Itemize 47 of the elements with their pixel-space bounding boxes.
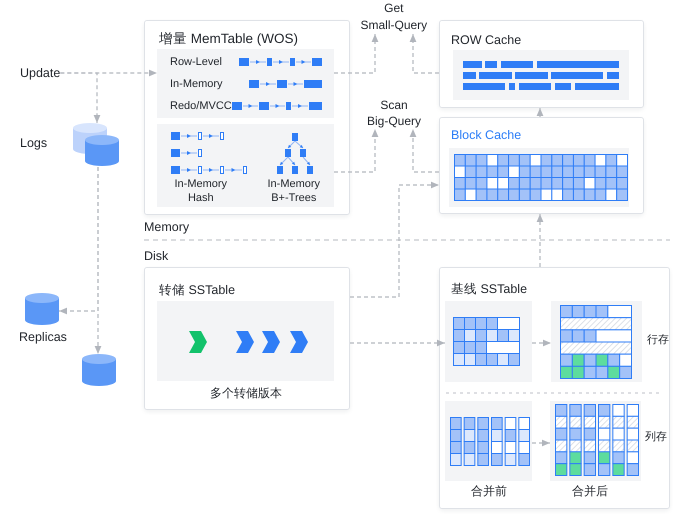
inner-panel [157, 49, 334, 118]
database-cylinder [25, 293, 59, 325]
flow-label: Update [20, 65, 60, 81]
panel-caption: 合并前 [471, 484, 507, 499]
grid-panel [445, 301, 532, 382]
row-label: Row-Level [170, 55, 222, 69]
container-box [144, 267, 350, 410]
dashed-arrow [334, 129, 378, 173]
database-cylinder [82, 354, 116, 386]
cylinder-label: Logs [20, 135, 48, 151]
section-label: Memory [144, 219, 190, 235]
dashed-arrow [536, 108, 544, 117]
query-label: Get Small-Query [360, 0, 428, 34]
dashed-arrow [350, 182, 439, 298]
box-title: 基线 SSTable [451, 281, 528, 297]
database-cylinders [73, 123, 120, 167]
dashed-arrow [334, 34, 378, 74]
dashed-arrow [350, 340, 445, 346]
container-box [439, 267, 670, 509]
container-box [439, 117, 644, 214]
grid-panel [551, 301, 642, 382]
dashed-arrow [410, 129, 439, 173]
structure-label: In-Memory Hash [174, 177, 228, 205]
box-caption: 多个转储版本 [210, 386, 282, 401]
container-box [144, 20, 350, 215]
container-box [439, 20, 644, 108]
row-label: In-Memory [170, 77, 223, 91]
dashed-arrow [532, 340, 551, 346]
side-label: 列存 [645, 430, 667, 444]
box-title: ROW Cache [451, 32, 522, 48]
side-label: 行存 [647, 333, 669, 347]
cylinder-label: Replicas [19, 329, 67, 345]
inner-panel [157, 124, 334, 207]
structure-label: In-Memory B+-Trees [268, 177, 320, 205]
query-label: Scan Big-Query [367, 97, 422, 129]
grid-panel [445, 401, 532, 481]
dashed-arrow [536, 214, 544, 267]
box-title: 增量 MemTable (WOS) [159, 30, 298, 47]
section-label: Disk [144, 248, 168, 264]
dashed-arrow [410, 34, 439, 74]
dashed-arrow [59, 167, 99, 314]
panel-caption: 合并后 [572, 484, 608, 499]
box-title: Block Cache [451, 127, 522, 143]
dashed-arrow [60, 72, 100, 123]
dashed-arrow [532, 440, 550, 446]
row-label: Redo/MVCC [170, 99, 232, 113]
box-title: 转储 SSTable [159, 282, 236, 298]
